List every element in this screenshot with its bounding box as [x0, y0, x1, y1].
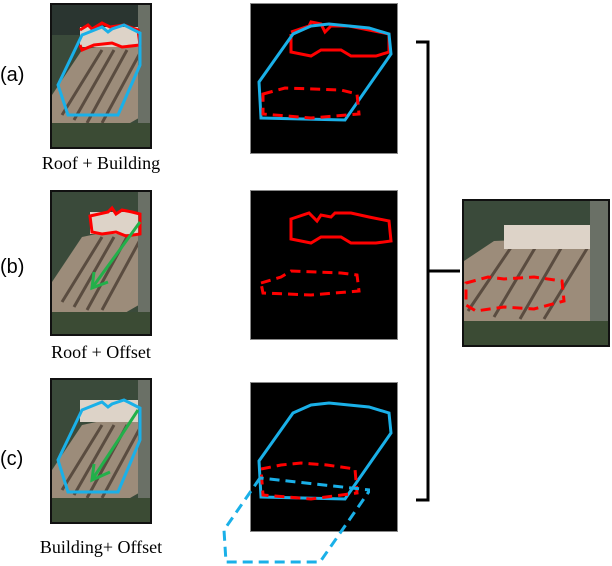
mask-panel-a	[250, 3, 398, 154]
aerial-image-b	[50, 190, 152, 336]
row-label-b: (b)	[0, 256, 25, 278]
row-label-c: (c)	[0, 448, 24, 470]
roof-prediction-outline	[464, 275, 566, 313]
aerial-image-a	[50, 3, 152, 149]
offset-building-projection	[222, 476, 370, 564]
row-label-a: (a)	[0, 64, 25, 86]
building-outline	[56, 398, 142, 494]
roof-outline	[88, 205, 142, 238]
building-outline	[56, 23, 142, 117]
mask-panel-c	[250, 382, 398, 532]
caption-c: Building+ Offset	[39, 537, 163, 557]
caption-b: Roof + Offset	[51, 342, 151, 362]
caption-a: Roof + Building	[41, 153, 161, 173]
roof-outline	[78, 21, 142, 52]
offset-arrow	[90, 409, 140, 481]
mask-panel-b	[250, 190, 398, 340]
result-image	[462, 199, 610, 347]
aerial-image-c	[50, 378, 152, 524]
bracket-connector	[416, 40, 460, 502]
offset-arrow	[90, 221, 142, 289]
